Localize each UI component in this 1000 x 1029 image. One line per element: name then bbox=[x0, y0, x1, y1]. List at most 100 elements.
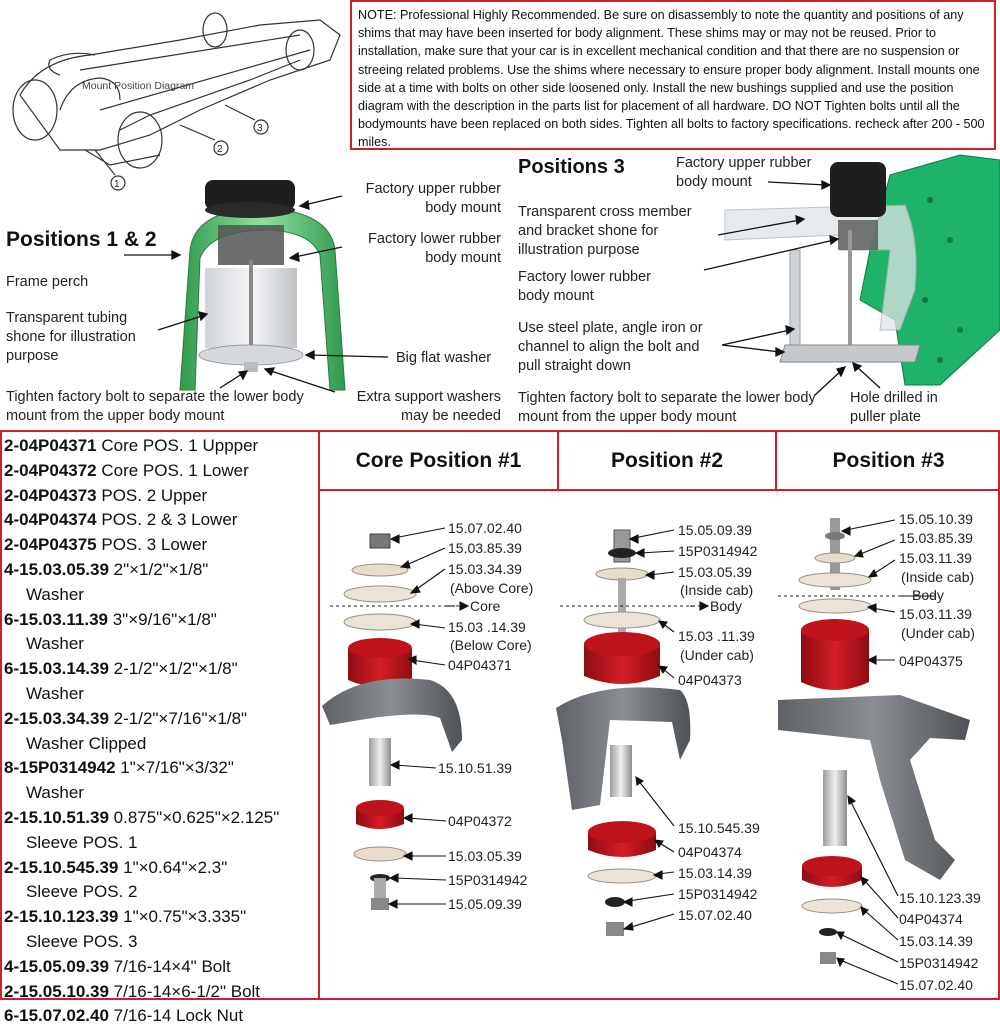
pos12-extra-label: Extra support washers may be needed bbox=[356, 389, 501, 424]
part-row: 6-15.07.02.40 7/16-14 Lock Nut bbox=[4, 1004, 318, 1029]
pos3-lower-mount-label: 04P04374 bbox=[899, 911, 963, 927]
pos3-bolt-label: 15.05.10.39 bbox=[899, 511, 973, 527]
part-desc: 1"×0.64"×2.3" bbox=[118, 857, 228, 877]
column-position-2: Position #2 bbox=[610, 449, 724, 472]
part-row: 2-15.05.10.39 7/16-14×6-1/2" Bolt bbox=[4, 980, 318, 1005]
pos3-upper-mount-label: 04P04375 bbox=[899, 653, 963, 669]
part-row: 2-04P04375 POS. 3 Lower bbox=[4, 533, 318, 558]
core1-washer-clipped-label: 15.03.34.39 bbox=[448, 561, 522, 577]
part-code: 2-04P04375 bbox=[4, 535, 97, 555]
part-desc: 2"×1/2"×1/8" bbox=[108, 559, 209, 579]
core1-bolt-label: 15.05.09.39 bbox=[448, 896, 522, 912]
part-row: 2-15.10.51.39 0.875"×0.625"×2.125" Sleeve… bbox=[4, 806, 318, 856]
pos3-under-cab-label: (Under cab) bbox=[901, 625, 975, 641]
part-desc: 2-1/2"×7/16"×1/8" bbox=[108, 708, 248, 728]
part-desc: Core POS. 1 Lower bbox=[96, 460, 249, 480]
part-desc-line2: Washer bbox=[26, 584, 84, 604]
pos2-washer-label: 15.03.14.39 bbox=[678, 865, 752, 881]
exploded-views bbox=[322, 518, 970, 985]
marker-2: 2 bbox=[217, 144, 223, 155]
pos3-tighten-label: Tighten factory bolt to separate the low… bbox=[518, 390, 816, 425]
part-row: 2-15.03.34.39 2-1/2"×7/16"×1/8"Washer Cl… bbox=[4, 707, 318, 757]
part-row: 2-04P04372 Core POS. 1 Lower bbox=[4, 459, 318, 484]
frame-sketch bbox=[12, 12, 341, 191]
part-row: 2-15.10.123.39 1"×0.75"×3.335" Sleeve POS… bbox=[4, 905, 318, 955]
part-desc-line2: Sleeve POS. 1 bbox=[26, 832, 138, 852]
divider bbox=[318, 489, 1000, 491]
part-row: 4-15.03.05.39 2"×1/2"×1/8" Washer bbox=[4, 558, 318, 608]
pos3-lower-label: Factory lower rubber body mount bbox=[518, 269, 651, 304]
pos12-illustration bbox=[124, 180, 389, 393]
part-desc: POS. 2 & 3 Lower bbox=[96, 510, 238, 530]
part-desc: Core POS. 1 Uppper bbox=[96, 436, 259, 455]
pos3-upper-label: Factory upper rubber body mount bbox=[676, 155, 812, 190]
part-desc-line2: Washer bbox=[26, 683, 84, 703]
pos2-under-cab-label: (Under cab) bbox=[680, 647, 754, 663]
marker-1: 1 bbox=[114, 179, 120, 190]
part-code: 2-15.10.123.39 bbox=[4, 907, 119, 927]
part-row: 6-15.03.14.39 2-1/2"×1/2"×1/8"Washer bbox=[4, 657, 318, 707]
part-desc: 0.875"×0.625"×2.125" bbox=[108, 807, 280, 827]
pos12-washer-label: Big flat washer bbox=[396, 350, 492, 366]
core1-stack bbox=[322, 533, 462, 910]
part-code: 6-15.03.14.39 bbox=[4, 659, 109, 679]
part-desc: 1"×0.75"×3.335" bbox=[118, 907, 247, 927]
part-code: 4-04P04374 bbox=[4, 510, 97, 530]
pos2-body-label: Body bbox=[710, 598, 742, 614]
core1-core-label: Core bbox=[470, 598, 501, 614]
part-desc: 7/16-14×6-1/2" Bolt bbox=[108, 981, 261, 1001]
core1-washer-label: 15.03.05.39 bbox=[448, 848, 522, 864]
column-position-3: Position #3 bbox=[832, 449, 945, 472]
divider bbox=[775, 430, 777, 490]
pos3-illustration bbox=[703, 154, 1000, 396]
pos2-lower-mount-label: 04P04374 bbox=[678, 844, 742, 860]
part-desc: 1"×7/16"×3/32" bbox=[115, 758, 234, 778]
pos3-stack bbox=[778, 518, 970, 964]
divider bbox=[557, 430, 559, 490]
pos2-small-washer-lower-label: 15P0314942 bbox=[678, 886, 758, 902]
pos12-heading: Positions 1 & 2 bbox=[6, 228, 157, 251]
pos3-washer-under-label: 15.03.11.39 bbox=[899, 606, 972, 622]
pos12-upper-label: Factory upper rubber body mount bbox=[365, 181, 501, 216]
part-code: 2-15.10.545.39 bbox=[4, 857, 119, 877]
part-row: 4-15.05.09.39 7/16-14×4" Bolt bbox=[4, 955, 318, 980]
part-code: 4-15.03.05.39 bbox=[4, 559, 109, 579]
column-core-position-1: Core Position #1 bbox=[355, 449, 522, 472]
core1-upper-mount-label: 04P04371 bbox=[448, 657, 512, 673]
part-code: 2-04P04373 bbox=[4, 485, 97, 505]
pos12-perch-label: Frame perch bbox=[6, 274, 89, 290]
divider bbox=[318, 430, 320, 1000]
part-row: 2-04P04371 Core POS. 1 Uppper bbox=[4, 434, 318, 459]
part-desc-line2: Washer bbox=[26, 783, 84, 803]
pos3-cross-label: Transparent cross member and bracket sho… bbox=[518, 204, 692, 258]
core1-washer-top-label: 15.03.85.39 bbox=[448, 540, 522, 556]
installation-note: NOTE: Professional Highly Recommended. B… bbox=[350, 0, 996, 150]
pos2-small-washer-label: 15P0314942 bbox=[678, 543, 758, 559]
pos3-heading: Positions 3 bbox=[518, 156, 625, 178]
part-desc-line2: Sleeve POS. 3 bbox=[26, 931, 138, 951]
pos3-nut-label: 15.07.02.40 bbox=[899, 977, 973, 993]
part-desc: POS. 2 Upper bbox=[96, 485, 208, 505]
pos3-small-washer-label: 15P0314942 bbox=[899, 955, 979, 971]
pos3-inside-cab-label: (Inside cab) bbox=[901, 569, 975, 585]
part-row: 2-04P04373 POS. 2 Upper bbox=[4, 484, 318, 509]
pos3-body-label: Body bbox=[912, 587, 944, 603]
part-row: 6-15.03.11.39 3"×9/16"×1/8"Washer bbox=[4, 608, 318, 658]
part-code: 8-15P0314942 bbox=[4, 758, 116, 778]
pos3-washer-inside-label: 15.03.11.39 bbox=[899, 550, 972, 566]
core1-below-label: (Below Core) bbox=[450, 637, 532, 653]
part-desc: POS. 3 Lower bbox=[96, 535, 208, 555]
pos12-lower-label: Factory lower rubber body mount bbox=[368, 231, 501, 266]
core1-above-label: (Above Core) bbox=[450, 580, 534, 596]
part-code: 6-15.07.02.40 bbox=[4, 1006, 109, 1026]
pos2-sleeve-label: 15.10.545.39 bbox=[678, 820, 760, 836]
pos2-washer-top-label: 15.03.05.39 bbox=[678, 564, 752, 580]
pos3-washer-top-label: 15.03.85.39 bbox=[899, 530, 973, 546]
pos2-washer-under-label: 15.03 .11.39 bbox=[678, 628, 755, 644]
part-row: 4-04P04374 POS. 2 & 3 Lower bbox=[4, 508, 318, 533]
pos12-tubing-label: Transparent tubing shone for illustratio… bbox=[6, 310, 136, 364]
part-code: 2-15.10.51.39 bbox=[4, 807, 109, 827]
part-desc: 7/16-14×4" Bolt bbox=[108, 956, 231, 976]
core1-nut-label: 15.07.02.40 bbox=[448, 520, 522, 536]
